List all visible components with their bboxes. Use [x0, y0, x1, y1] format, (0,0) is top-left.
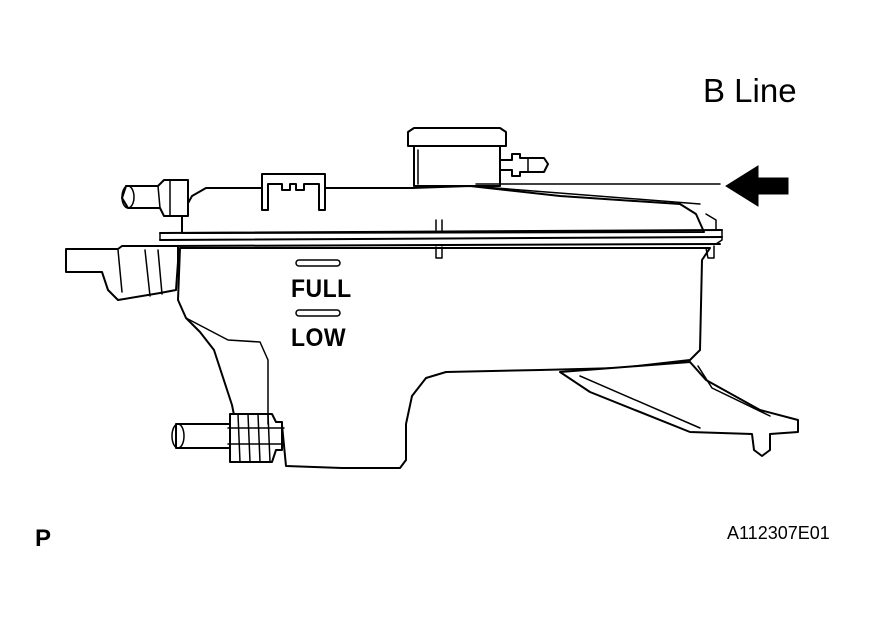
figure-id: A112307E01: [727, 523, 830, 543]
low-level-label: LOW: [291, 324, 347, 352]
b-line-label: B Line: [703, 72, 797, 109]
level-marks: [295, 259, 341, 317]
corner-letter: P: [35, 525, 52, 552]
lower-hose-connector: [171, 413, 285, 463]
top-clip: [261, 173, 326, 211]
flange-rib: [435, 219, 443, 259]
mounting-bracket: [65, 245, 179, 301]
body-contours: [185, 185, 701, 425]
upper-hose-nipple: [121, 179, 189, 217]
filler-neck: [407, 127, 507, 187]
tank-body: [177, 182, 711, 469]
vent-hose-nipple: [499, 153, 549, 177]
tank-flange: [159, 213, 723, 259]
tank-tail: [559, 361, 799, 457]
full-level-label: FULL: [291, 275, 352, 303]
arrow-left-icon: [725, 165, 789, 207]
